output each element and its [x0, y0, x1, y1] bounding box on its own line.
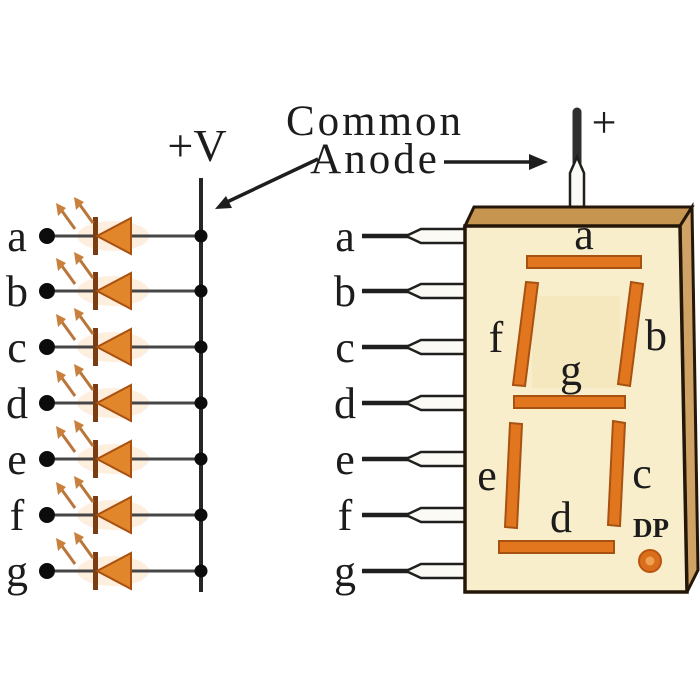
segment-e [503, 421, 524, 530]
diode-label-e: e [7, 435, 27, 484]
rail-junction-g [194, 564, 208, 578]
arrow-to-pin-head-icon [529, 154, 548, 170]
seven-segment-display: + a b c d e f g [334, 98, 700, 596]
segment-label-a: a [574, 210, 594, 259]
pin-label-b: b [334, 267, 356, 316]
pin-f-paddle [403, 506, 468, 524]
segment-pins: a b c d e f g [334, 212, 468, 596]
common-anode-annotation: Common Anode [215, 98, 548, 209]
pin-label-a: a [335, 212, 355, 261]
segment-label-b: b [645, 311, 667, 360]
segment-label-c: c [632, 449, 652, 498]
pin-label-e: e [335, 435, 355, 484]
led-array: +V a b c d e f g [6, 120, 227, 596]
segment-label-e: e [477, 451, 497, 500]
diode-label-a: a [7, 212, 27, 261]
arrow-to-rail [226, 157, 319, 204]
segment-g [513, 395, 626, 409]
rail-junction-e [194, 452, 208, 466]
segment-label-f: f [489, 313, 504, 362]
pin-c-paddle [403, 338, 468, 356]
rail-junction-b [194, 284, 208, 298]
pin-label-g: g [334, 547, 356, 596]
segments [498, 255, 662, 573]
diode-label-c: c [7, 323, 27, 372]
pin-g-paddle [403, 562, 468, 580]
diode-label-b: b [6, 267, 28, 316]
segment-c [606, 419, 627, 528]
rail-junction-a [194, 229, 208, 243]
pin-d-paddle [403, 394, 468, 412]
diode-label-g: g [6, 547, 28, 596]
decimal-point-label: DP [633, 513, 669, 543]
pin-b-paddle [403, 282, 468, 300]
decimal-point-dot-center [645, 556, 655, 566]
package-face-sheen [532, 296, 620, 388]
segment-labels: a f b g e c d DP [477, 210, 669, 543]
diode-label-d: d [6, 379, 28, 428]
segment-d [498, 540, 615, 554]
anode-pin-label: + [592, 98, 617, 147]
arrow-to-rail-head-icon [215, 196, 232, 209]
pin-a-paddle [403, 227, 468, 245]
segment-f [511, 280, 540, 388]
segment-label-d: d [550, 493, 572, 542]
anode-pin: + [568, 98, 617, 210]
pin-e-paddle [403, 450, 468, 468]
supply-voltage-label: +V [167, 120, 226, 171]
annotation-line1: Common [286, 98, 464, 145]
segment-label-g: g [560, 346, 582, 395]
segment-b [616, 280, 645, 388]
pin-label-c: c [335, 323, 355, 372]
rail-junction-c [194, 340, 208, 354]
diode-label-f: f [10, 491, 25, 540]
pin-label-f: f [338, 491, 353, 540]
annotation-line2: Anode [310, 136, 440, 183]
rail-junction-f [194, 508, 208, 522]
segment-a [526, 255, 642, 269]
pin-label-d: d [334, 379, 356, 428]
rail-junction-d [194, 396, 208, 410]
